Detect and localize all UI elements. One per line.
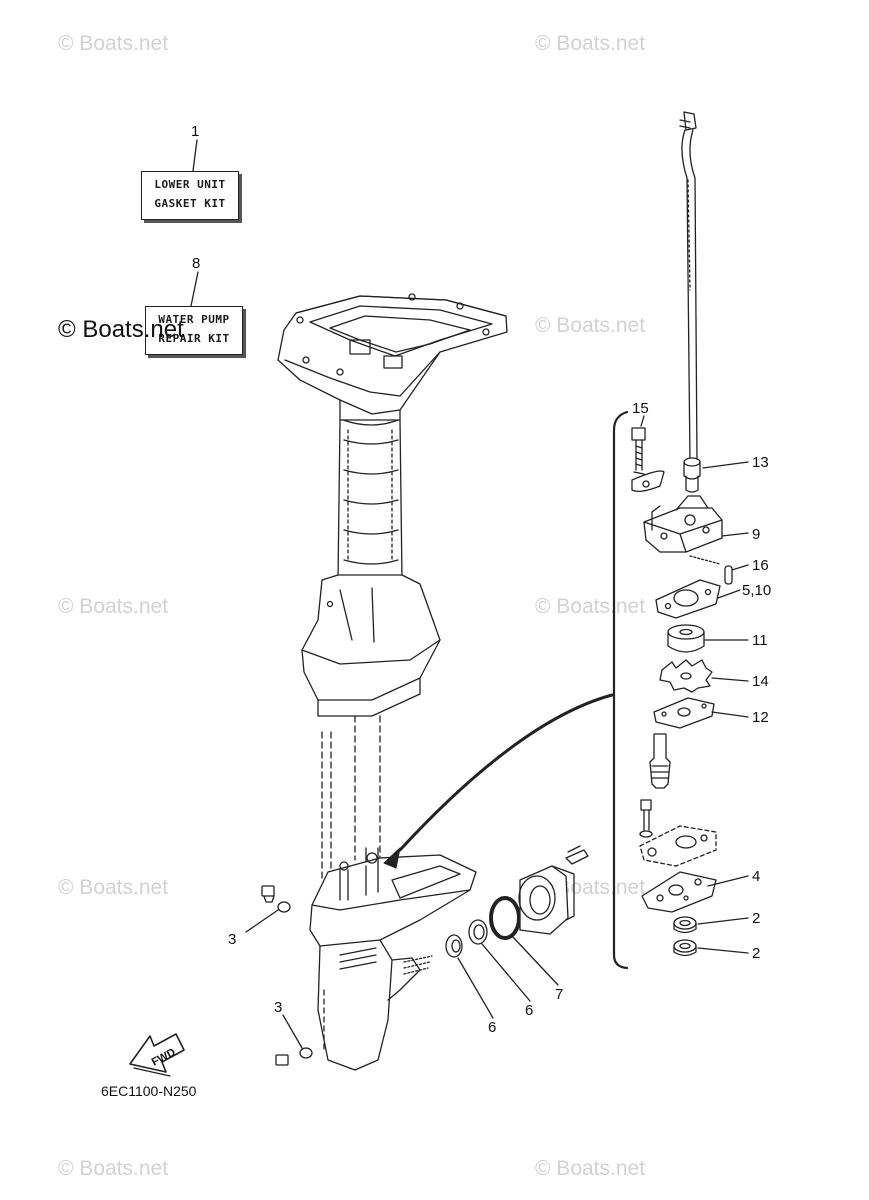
callout-8[interactable]: 8 [192, 255, 200, 272]
callout-6[interactable]: 6 [525, 1002, 533, 1019]
watermark: © Boats.net [58, 1157, 169, 1180]
kit-line: WATER PUMP [158, 313, 230, 326]
watermark-overlay: © Boats.net [58, 316, 184, 343]
callout-6[interactable]: 6 [488, 1019, 496, 1036]
watermark: © Boats.net [535, 595, 646, 618]
bearing-2-lower[interactable] [673, 939, 697, 957]
callout-3[interactable]: 3 [228, 931, 236, 948]
bearing-2-upper[interactable] [673, 916, 697, 934]
water-tube[interactable] [679, 111, 698, 463]
callout-7[interactable]: 7 [555, 986, 563, 1003]
gasket-5-10[interactable] [655, 579, 721, 619]
plate [631, 470, 665, 492]
callout-2[interactable]: 2 [752, 910, 760, 927]
bolt-washer[interactable] [639, 799, 653, 838]
leader-lines [245, 415, 749, 1049]
leader-line-8 [190, 271, 199, 307]
gasket-4[interactable] [641, 871, 717, 913]
watermark: © Boats.net [58, 876, 169, 899]
insert-cartridge-11[interactable] [667, 624, 705, 653]
water-pump-repair-kit-label[interactable]: WATER PUMP REPAIR KIT [145, 306, 243, 355]
pin-16[interactable] [724, 565, 733, 585]
assembly-arrow [398, 693, 614, 852]
callout-16[interactable]: 16 [752, 557, 769, 574]
oil-seal-left[interactable] [445, 934, 463, 958]
pump-base-plate[interactable] [639, 825, 717, 867]
callout-13[interactable]: 13 [752, 454, 769, 471]
callout-3[interactable]: 3 [274, 999, 282, 1016]
kit-line: LOWER UNIT [154, 178, 226, 191]
callout-1[interactable]: 1 [191, 123, 199, 140]
drive-shaft-housing[interactable] [277, 293, 508, 717]
watermark: © Boats.net [535, 32, 646, 55]
watermark: © Boats.net [535, 314, 646, 337]
oil-seal-right[interactable] [468, 919, 488, 945]
lower-unit-gearcase[interactable] [309, 847, 477, 1071]
propeller-shaft-housing[interactable] [518, 845, 589, 935]
screw-3-upper[interactable] [261, 885, 291, 913]
watermark: © Boats.net [535, 1157, 646, 1180]
callout-2[interactable]: 2 [752, 945, 760, 962]
bolt-15[interactable] [631, 427, 646, 475]
diagram-code: 6EC1100-N250 [101, 1083, 197, 1099]
grommet-13[interactable] [683, 457, 701, 493]
drive-shaft-hidden [321, 715, 381, 881]
fwd-arrow-icon [129, 1033, 185, 1077]
screw-3-lower[interactable] [275, 1047, 313, 1066]
callout-9[interactable]: 9 [752, 526, 760, 543]
callout-4[interactable]: 4 [752, 868, 760, 885]
watermark: © Boats.net [58, 32, 169, 55]
callout-5-10[interactable]: 5,10 [742, 582, 771, 599]
lower-unit-gasket-kit-label[interactable]: LOWER UNIT GASKET KIT [141, 171, 239, 220]
kit-line: GASKET KIT [154, 197, 226, 210]
kit-line: REPAIR KIT [158, 332, 230, 345]
callout-14[interactable]: 14 [752, 673, 769, 690]
impeller-14[interactable] [659, 659, 713, 693]
watermark: © Boats.net [58, 595, 169, 618]
callout-15[interactable]: 15 [632, 400, 649, 417]
pump-housing-9[interactable] [643, 495, 723, 553]
outer-plate-12[interactable] [653, 697, 715, 729]
drive-shaft-segment[interactable] [649, 733, 671, 789]
o-ring[interactable] [489, 896, 521, 940]
leader-line-1 [192, 139, 198, 172]
callout-11[interactable]: 11 [752, 632, 768, 649]
kit-bracket [612, 410, 629, 970]
callout-12[interactable]: 12 [752, 709, 769, 726]
